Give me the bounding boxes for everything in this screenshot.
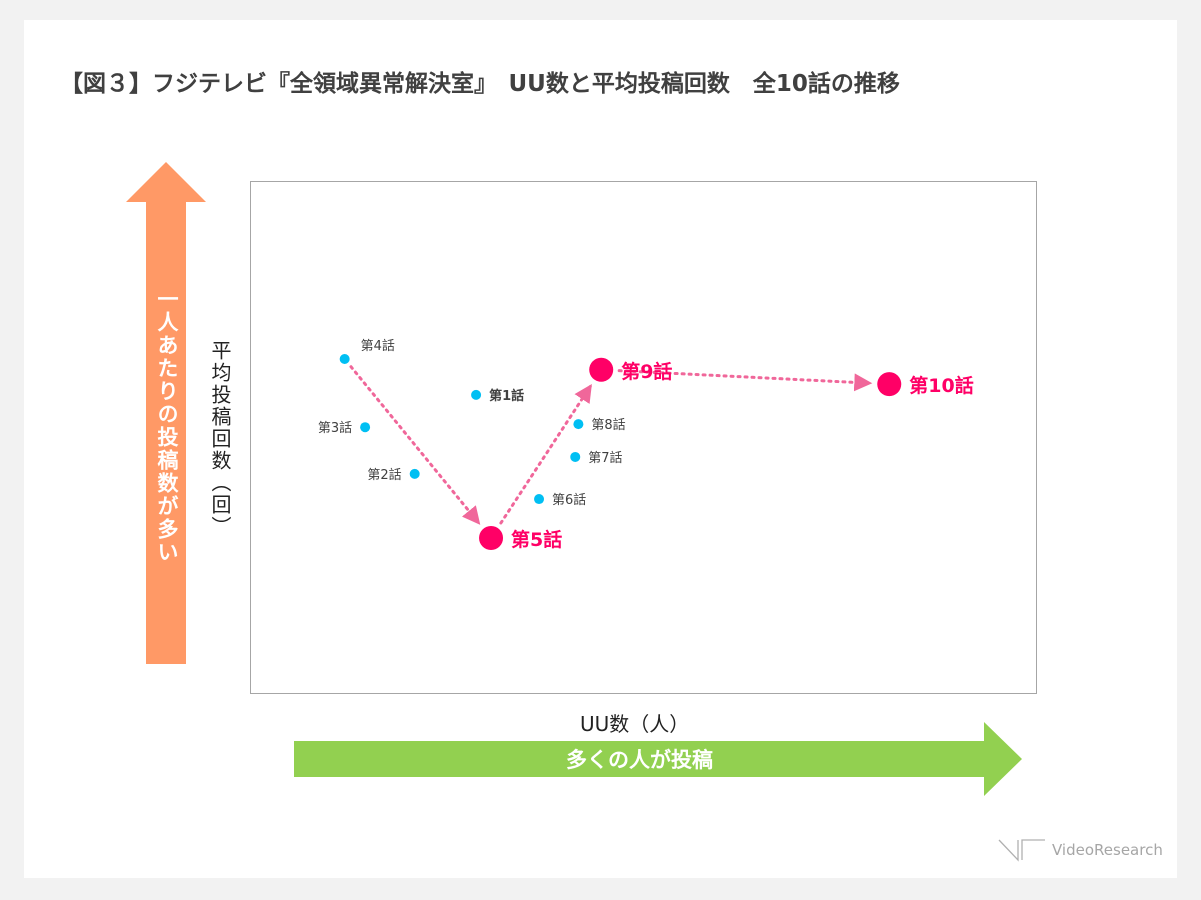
data-point <box>360 422 371 433</box>
chart-title: 【図３】フジテレビ『全領域異常解決室』 UU数と平均投稿回数 全10話の推移 <box>60 71 900 97</box>
trend-arrow <box>499 383 592 525</box>
data-point <box>479 526 504 551</box>
data-point <box>589 357 614 382</box>
point-label: 第1話 <box>489 388 524 404</box>
up-arrow <box>126 162 206 664</box>
x-axis-label: UU数（人） <box>580 712 690 736</box>
point-label: 第7話 <box>588 450 622 466</box>
point-label: 第4話 <box>361 338 395 354</box>
right-arrow <box>294 722 1022 796</box>
data-point <box>534 494 545 505</box>
plot-area: 第1話第2話 第3話 第4話第5話 第6話 第7話 第8話 第9話第10話 <box>250 181 1037 694</box>
point-label: 第3話 <box>318 420 352 436</box>
data-point <box>471 389 482 400</box>
data-point <box>573 419 584 430</box>
up-arrow-label: 一人あたりの投稿数が多い <box>155 288 179 564</box>
logo-mark-icon <box>998 839 1045 862</box>
data-point <box>570 451 581 462</box>
trend-arrow <box>617 369 873 392</box>
right-arrow-label: 多くの人が投稿 <box>566 748 713 772</box>
point-label: 第8話 <box>591 417 625 433</box>
trend-arrow <box>349 365 481 525</box>
data-point <box>409 468 420 479</box>
point-label: 第9話 <box>621 360 672 383</box>
videoresearch-logo: VideoResearch <box>998 838 1163 862</box>
data-point <box>339 353 350 364</box>
point-label: 第6話 <box>552 492 586 508</box>
point-label: 第2話 <box>367 467 401 483</box>
y-axis-label: 平均投稿回数（回） <box>208 340 232 538</box>
logo-text: VideoResearch <box>1052 841 1163 859</box>
point-label: 第10話 <box>909 374 973 397</box>
data-point <box>877 372 902 397</box>
point-label: 第5話 <box>511 528 562 551</box>
